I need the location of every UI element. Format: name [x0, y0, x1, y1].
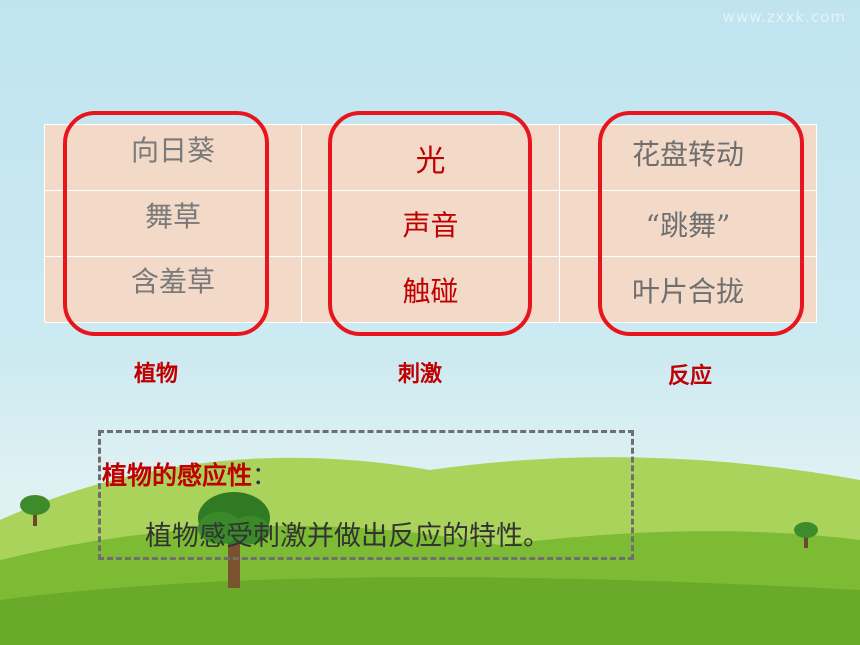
plant-name: 向日葵 [130, 133, 215, 167]
watermark: www.zxxk.com [722, 8, 846, 26]
plant-column-highlight [63, 111, 269, 336]
stimulus-name: 声音 [402, 208, 459, 242]
response-column-highlight [598, 111, 804, 336]
plant-name: 含羞草 [130, 264, 215, 298]
response-text: “跳舞” [645, 208, 731, 242]
plant-response-table: 向日葵 光 花盘转动 舞草 声音 “跳舞” 含羞草 触碰 叶片合拢 [44, 124, 817, 323]
table-cell-plant: 向日葵 [45, 125, 302, 191]
definition-term: 植物的感应性： [102, 456, 277, 492]
stimulus-column-label: 刺激 [398, 362, 443, 387]
foreground-hill [0, 577, 860, 645]
stimulus-column-highlight [328, 111, 532, 336]
table-cell-plant: 含羞草 [45, 257, 302, 323]
table-cell-response: 花盘转动 [560, 125, 817, 191]
plant-column-label: 植物 [134, 362, 179, 387]
big-tree [198, 492, 270, 588]
response-text: 花盘转动 [631, 137, 744, 171]
definition-box [98, 430, 634, 560]
table-cell-stimulus: 光 [302, 125, 560, 191]
small-tree-left [20, 495, 50, 526]
response-text: 叶片合拢 [631, 274, 744, 308]
plant-name: 舞草 [144, 199, 201, 233]
table-cell-response: 叶片合拢 [560, 257, 817, 323]
table-cell-stimulus: 声音 [302, 191, 560, 257]
table-cell-response: “跳舞” [560, 191, 817, 257]
stimulus-name: 触碰 [402, 274, 459, 308]
small-tree-right [794, 522, 818, 548]
stimulus-name: 光 [415, 143, 446, 179]
definition-text: 植物感受刺激并做出反应的特性。 [145, 521, 550, 552]
definition-colon: ： [252, 461, 278, 490]
definition-term-text: 植物的感应性 [102, 461, 253, 490]
table-cell-stimulus: 触碰 [302, 257, 560, 323]
response-column-label: 反应 [668, 364, 713, 389]
table-cell-plant: 舞草 [45, 191, 302, 257]
